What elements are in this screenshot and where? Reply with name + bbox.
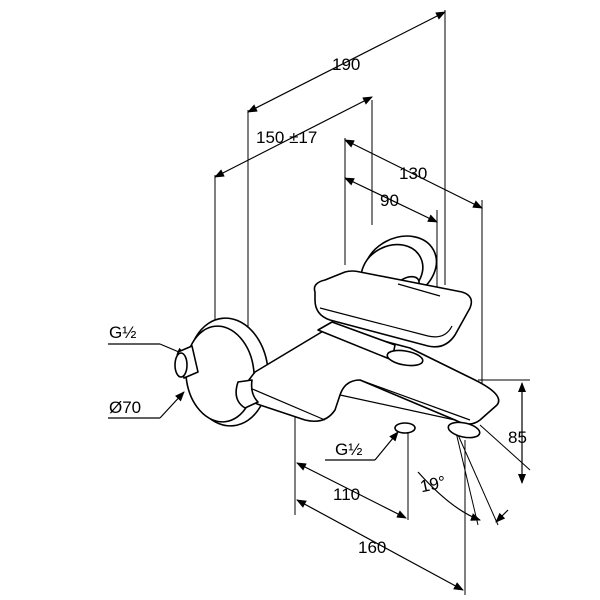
lever-handle [313, 270, 473, 348]
dimension-190-label: 190 [332, 55, 360, 74]
dimension-110-label: 110 [333, 485, 360, 504]
inlet-thread-callout: G½ [108, 323, 187, 356]
dimension-110: 110 [296, 462, 407, 519]
lever-column [317, 321, 424, 367]
dimension-85: 85 [508, 382, 527, 484]
dimension-90: 90 [344, 177, 438, 223]
dimension-150: 150 ±17 [214, 96, 373, 178]
dimension-90-label: 90 [380, 191, 399, 210]
dimension-160-label: 160 [358, 538, 386, 557]
dimension-160: 160 [296, 499, 464, 591]
dimension-angle-label: 19° [418, 472, 447, 496]
escutcheon-diameter-callout: Ø70 [108, 391, 185, 419]
outlet-thread-label: G½ [335, 440, 362, 459]
dimension-190: 190 [247, 11, 446, 113]
main-body [235, 326, 500, 425]
dimension-130-label: 130 [399, 164, 427, 183]
escutcheon-diameter-label: Ø70 [109, 398, 141, 417]
dimension-150-label: 150 ±17 [256, 128, 317, 147]
outlet-thread-callout: G½ [325, 431, 399, 461]
inlet-thread-label: G½ [109, 323, 136, 342]
faucet-body [174, 235, 500, 439]
dimension-85-label: 85 [508, 428, 527, 447]
spout-outlet [394, 421, 481, 439]
dimension-130: 130 [344, 139, 483, 209]
dimension-angle-19: 19° [417, 427, 509, 526]
